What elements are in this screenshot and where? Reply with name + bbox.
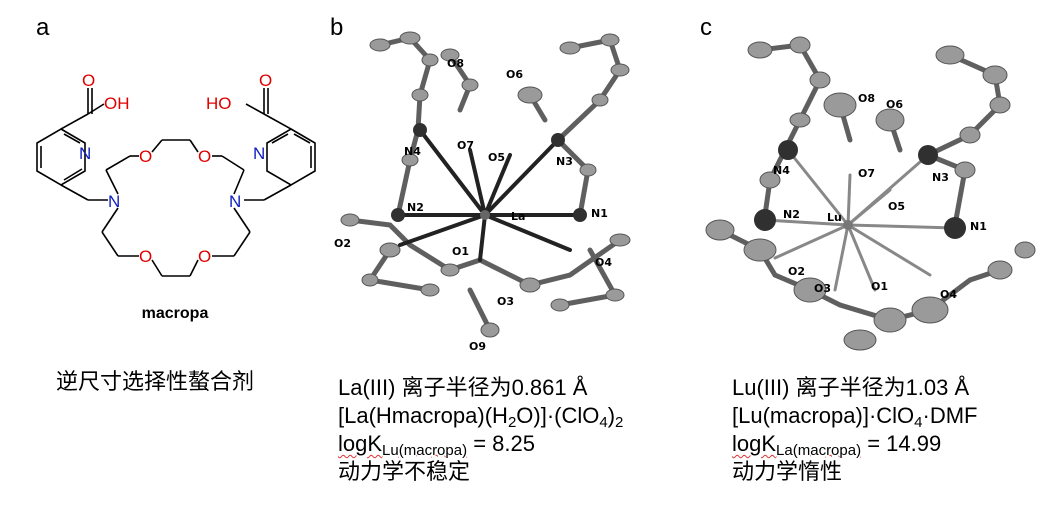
amine-n-left: N: [108, 192, 120, 211]
ether-o-4: O: [198, 247, 211, 266]
c-atom-n2: N2: [783, 208, 800, 221]
ether-o-1: O: [139, 147, 152, 166]
macropa-structure: O OH N N O O O O N N O HO macropa: [36, 71, 316, 322]
caption-c-line2: [Lu(macropa)]·ClO4·DMF: [732, 403, 978, 431]
panel-label-c: c: [700, 14, 712, 41]
b-atom-la: La: [511, 210, 525, 223]
oh-left: OH: [104, 94, 130, 113]
lu-crystal-structure: O8 O6 N4 O7 N3 N2 Lu O5 N1 O2 O3 O1 O4: [705, 36, 1036, 351]
b-atom-o3: O3: [497, 295, 514, 308]
c-atom-o6: O6: [886, 98, 903, 111]
b-atom-o8: O8: [447, 57, 464, 70]
c-atom-o7: O7: [858, 167, 875, 180]
c-atom-o3: O3: [814, 282, 831, 295]
b-atom-o1: O1: [452, 245, 469, 258]
ho-right: HO: [206, 94, 232, 113]
b-atom-o4: O4: [595, 256, 612, 269]
b-atom-o7: O7: [457, 139, 474, 152]
b-atom-n2: N2: [407, 201, 424, 214]
pyridine-n-right: N: [253, 144, 265, 163]
c-atom-n3: N3: [932, 171, 949, 184]
b-atom-n1: N1: [591, 207, 608, 220]
b-atom-o5: O5: [488, 151, 505, 164]
caption-b-line3: logKLu(macropa) = 8.25: [338, 431, 535, 459]
caption-b: La(III) 离子半径为0.861 Å [La(Hmacropa)(H2O)]…: [338, 374, 623, 486]
c-atom-lu: Lu: [827, 211, 842, 224]
caption-b-line4: 动力学不稳定: [338, 459, 471, 484]
c-atom-o4: O4: [940, 288, 957, 301]
caption-a-text: 逆尺寸选择性螯合剂: [56, 369, 255, 394]
caption-c-line1: Lu(III) 离子半径为1.03 Å: [732, 375, 970, 400]
b-atom-n4: N4: [404, 145, 421, 158]
compound-name: macropa: [142, 305, 209, 322]
panel-label-b: b: [330, 14, 344, 41]
c-atom-o2: O2: [788, 265, 805, 278]
caption-b-line2: [La(Hmacropa)(H2O)]·(ClO4)2: [338, 403, 624, 431]
c-atom-o1: O1: [871, 280, 888, 293]
caption-b-line1: La(III) 离子半径为0.861 Å: [338, 375, 588, 400]
c-atom-o5: O5: [888, 200, 905, 213]
b-atom-o9: O9: [469, 340, 486, 353]
b-atom-o6: O6: [506, 68, 523, 81]
c-atom-o8: O8: [858, 92, 875, 105]
carbonyl-o-right: O: [259, 71, 272, 90]
caption-a: 逆尺寸选择性螯合剂: [56, 368, 254, 396]
caption-c: Lu(III) 离子半径为1.03 Å [Lu(macropa)]·ClO4·D…: [732, 374, 977, 486]
amine-n-right: N: [229, 192, 241, 211]
caption-c-line3: logKLa(macropa) = 14.99: [732, 431, 942, 459]
b-atom-n3: N3: [556, 155, 573, 168]
ether-o-3: O: [139, 247, 152, 266]
c-atom-n4: N4: [773, 164, 790, 177]
c-atom-n1: N1: [970, 220, 987, 233]
ether-o-2: O: [198, 147, 211, 166]
panel-label-a: a: [36, 14, 50, 41]
pyridine-n-left: N: [79, 144, 91, 163]
b-atom-o2: O2: [334, 237, 351, 250]
carbonyl-o-left: O: [82, 71, 95, 90]
la-crystal-structure: O8 O6 N4 O7 O5 N3 N2 La N1 O2 O1 O4 O3 O…: [334, 31, 631, 353]
caption-c-line4: 动力学惰性: [732, 459, 843, 484]
